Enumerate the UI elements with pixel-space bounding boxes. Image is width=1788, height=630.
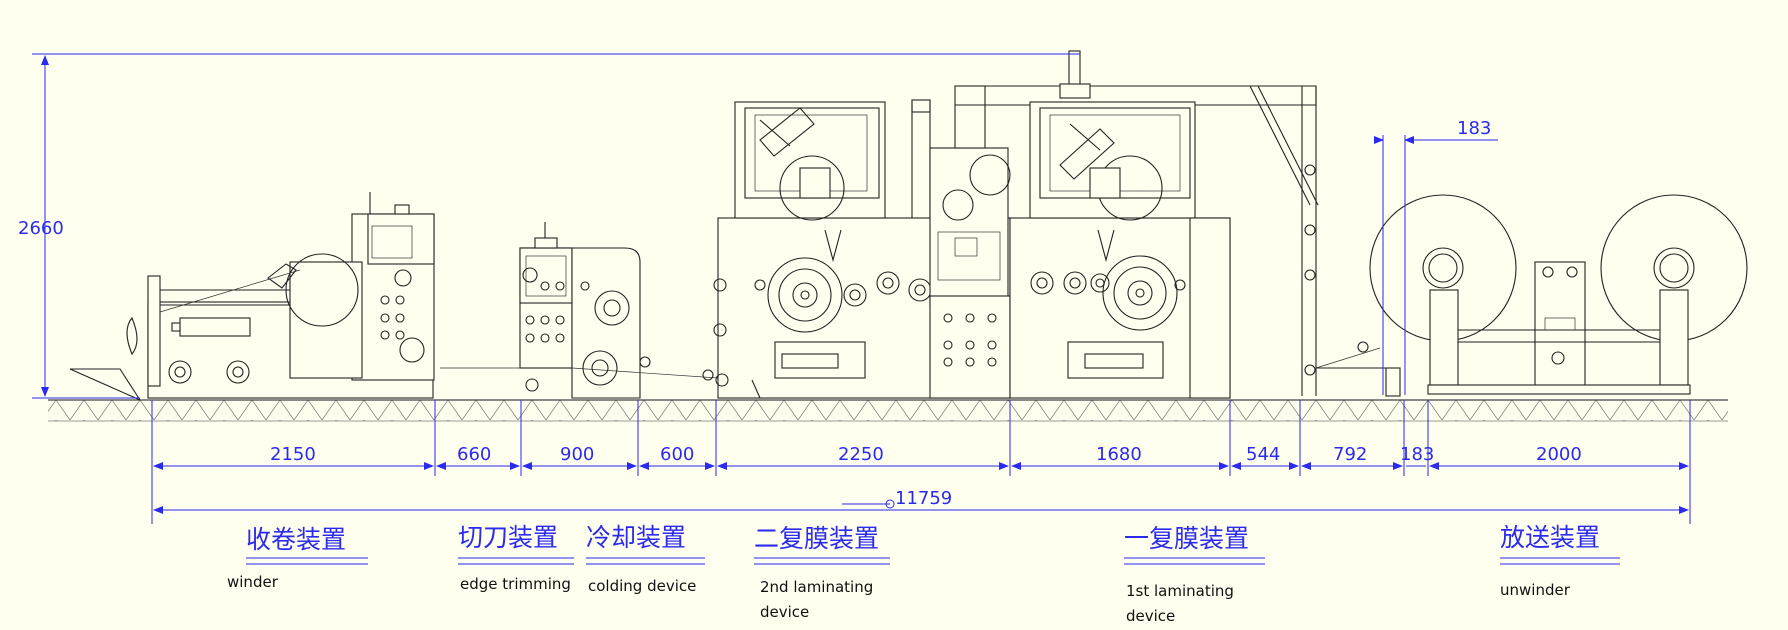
- section-caption-edge-trimming: 切刀装置 edge trimming: [458, 523, 574, 593]
- section-title-en-line1: 1st laminating: [1126, 582, 1234, 600]
- segment-label-183: 183: [1400, 444, 1434, 465]
- segment-label-544: 544: [1246, 444, 1280, 465]
- section-caption-winder: 收卷装置 winder: [227, 525, 368, 591]
- segment-label-winder: 2150: [270, 444, 316, 465]
- section-title-zh: 一复膜装置: [1124, 524, 1249, 553]
- segment-label-1st-laminating: 1680: [1096, 444, 1142, 465]
- winder-unit: [69, 192, 435, 401]
- section-title-zh: 切刀装置: [458, 523, 558, 552]
- section-title-en: unwinder: [1500, 581, 1571, 599]
- segment-label-unwinder: 2000: [1536, 444, 1582, 465]
- section-title-zh: 放送装置: [1500, 523, 1600, 552]
- section-title-en-line2: device: [1126, 607, 1175, 625]
- section-title-en: colding device: [588, 577, 696, 595]
- first-laminating-unit: [1009, 101, 1231, 399]
- unwinder-unit: [1369, 194, 1748, 395]
- web-conveyor: [1249, 85, 1401, 397]
- section-caption-unwinder: 放送装置 unwinder: [1500, 523, 1620, 599]
- overall-height-label: 2660: [18, 218, 64, 239]
- section-caption-2nd-laminating: 二复膜装置 2nd laminating device: [754, 524, 890, 621]
- section-title-zh: 收卷装置: [246, 525, 346, 554]
- section-title-en-line2: device: [760, 603, 809, 621]
- roll-gap-label: 183: [1457, 118, 1491, 139]
- edge-trimming-unit: [440, 222, 573, 392]
- overall-height-dimension: [32, 53, 1080, 399]
- segment-label-gap: 600: [660, 444, 694, 465]
- section-title-zh: 冷却装置: [586, 523, 686, 552]
- section-title-en: winder: [227, 573, 279, 591]
- segment-label-2nd-laminating: 2250: [838, 444, 884, 465]
- middle-tower: [929, 50, 1317, 399]
- cooling-unit: [571, 247, 719, 399]
- section-title-zh: 二复膜装置: [754, 524, 879, 553]
- section-caption-cooling: 冷却装置 colding device: [586, 523, 705, 595]
- segment-label-792: 792: [1333, 444, 1367, 465]
- total-length-label: 11759: [895, 488, 952, 509]
- segment-dimension-lines: [151, 400, 1691, 524]
- segment-label-cooling: 900: [560, 444, 594, 465]
- roll-gap-dimension: [1374, 135, 1498, 395]
- section-title-en-line1: 2nd laminating: [760, 578, 873, 596]
- ground-base: [48, 399, 1728, 422]
- segment-label-trimming: 660: [457, 444, 491, 465]
- section-caption-1st-laminating: 一复膜装置 1st laminating device: [1124, 524, 1265, 625]
- section-title-en: edge trimming: [460, 575, 571, 593]
